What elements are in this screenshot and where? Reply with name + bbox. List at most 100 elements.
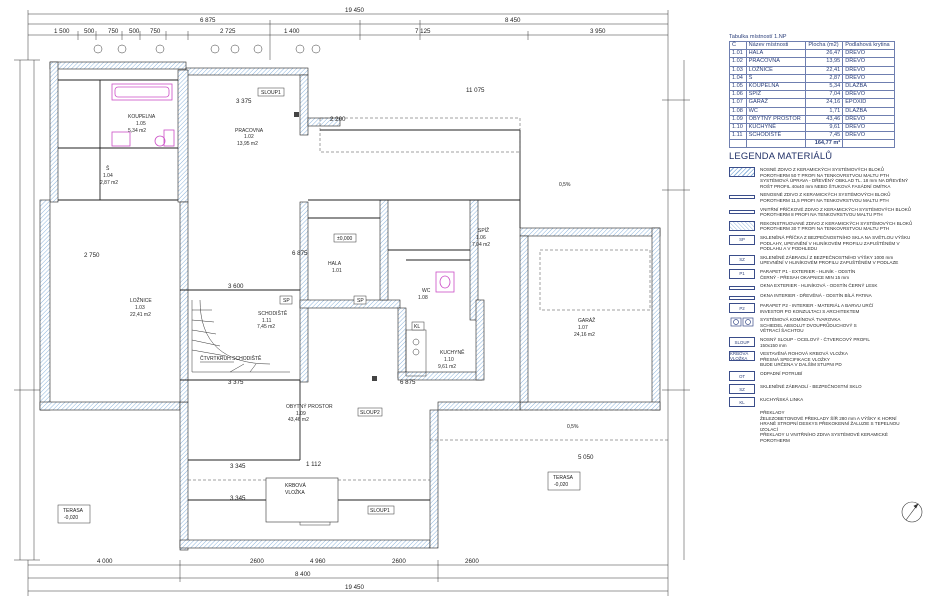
dim-bottom-d: 4 960: [310, 558, 326, 565]
svg-text:WC: WC: [422, 288, 431, 294]
dim-2750: 2 750: [84, 252, 100, 259]
svg-text:1.08: 1.08: [418, 295, 428, 301]
legend-symbol: SZ: [729, 254, 755, 265]
legend-items: NOSNÉ ZDIVO Z KERAMICKÝCH SYSTÉMOVÝCH BL…: [729, 167, 934, 444]
svg-text:1.11: 1.11: [262, 318, 272, 324]
legend-symbol: P1: [729, 268, 755, 279]
fireplace-label-2: VLOŽKA: [285, 488, 305, 496]
room-table-caption: Tabulka místností 1.NP: [729, 34, 787, 40]
dim-total-top: 19 450: [345, 7, 364, 14]
dim-top-e7: 7 125: [415, 28, 431, 35]
svg-text:SCHODIŠTĚ: SCHODIŠTĚ: [258, 309, 288, 317]
room-table: Tabulka místností 1.NP Č Název místnosti…: [729, 34, 895, 149]
legend-symbol: [729, 286, 755, 291]
dim-top-e5: 2 725: [220, 28, 236, 35]
svg-text:GARÁŽ: GARÁŽ: [578, 316, 595, 324]
dim-top-e8: 3 950: [590, 28, 606, 35]
dim-bottom-e0: 2600: [250, 558, 264, 565]
plan-tags: [57, 87, 581, 524]
legend-item: NENOSNÉ ZDIVO Z KERAMICKÝCH SYSTÉMOVÝCH …: [729, 192, 934, 203]
dim-6875-b: 6 875: [400, 379, 416, 386]
legend-symbol: [729, 167, 755, 177]
svg-text:7,04 m2: 7,04 m2: [472, 242, 490, 248]
dim-3345: 3 345: [230, 463, 246, 470]
svg-text:KOUPELNA: KOUPELNA: [128, 114, 156, 120]
svg-text:9,61 m2: 9,61 m2: [438, 364, 456, 370]
dim-top-e0: 1 500: [54, 28, 70, 35]
svg-text:1.09: 1.09: [296, 411, 306, 417]
svg-text:KUCHYNĚ: KUCHYNĚ: [440, 348, 465, 356]
room-table-total: 164,77 m²: [805, 139, 844, 149]
room-labels: KOUPELNA 1.05 5,34 m2 PRACOVNA 1.02 13,9…: [100, 114, 595, 423]
sp-tag: SP: [283, 298, 290, 304]
legend-item: NOSNÉ ZDIVO Z KERAMICKÝCH SYSTÉMOVÝCH BL…: [729, 167, 934, 189]
svg-text:1.04: 1.04: [103, 173, 113, 179]
legend-symbol: P2: [729, 303, 755, 314]
axis-markers-top: [93, 44, 321, 54]
legend-symbol: KRBOVÁ VLOŽKA: [729, 351, 755, 362]
terasa2-level: -0,020: [554, 482, 568, 488]
svg-text:13,95 m2: 13,95 m2: [237, 141, 258, 147]
room-table-header: Č Název místnosti Plocha (m2) Podlahová …: [729, 40, 895, 51]
dim-6875: 6 875: [292, 250, 308, 257]
slope-1: 0,5%: [559, 182, 571, 188]
dim-bottom-a: 8 400: [295, 571, 311, 578]
svg-text:PRACOVNA: PRACOVNA: [235, 128, 264, 134]
svg-text:OBYTNÝ PROSTOR: OBYTNÝ PROSTOR: [286, 403, 333, 410]
dim-top-a: 6 875: [200, 17, 216, 24]
legend-symbol: [729, 209, 755, 214]
legend-item: REKONSTRUOVANÉ ZDIVO Z KERAMICKÝCH SYSTÉ…: [729, 220, 934, 232]
sloup1-tag: SLOUP1: [261, 90, 281, 96]
dim-3375: 3 375: [236, 98, 252, 105]
svg-text:SPÍŽ: SPÍŽ: [478, 226, 489, 234]
svg-text:1.05: 1.05: [136, 121, 146, 127]
svg-text:1.01: 1.01: [332, 268, 342, 274]
dim-top-e6: 1 400: [284, 28, 300, 35]
sp-tag-2: SP: [357, 298, 364, 304]
dim-top-d: 8 450: [505, 17, 521, 24]
overhead-lines: [188, 117, 668, 481]
level-marker: ±0,000: [337, 236, 352, 242]
terasa2-tag: TERASA: [553, 475, 574, 481]
legend-symbol: [729, 220, 755, 231]
svg-text:1.02: 1.02: [244, 134, 254, 140]
fireplace-label-1: KRBOVÁ: [285, 482, 307, 489]
svg-text:22,41 m2: 22,41 m2: [130, 312, 151, 318]
svg-text:1.10: 1.10: [444, 357, 454, 363]
terasa-tag: TERASA: [63, 508, 84, 514]
dim-1112: 1 112: [306, 461, 322, 468]
dim-3345-b: 3 345: [230, 495, 246, 502]
svg-text:Š: Š: [106, 165, 110, 172]
legend-item: VNITŘNÍ PŘÍČKOVÉ ZDIVO Z KERAMICKÝCH SYS…: [729, 207, 934, 218]
dimensions-left: [14, 59, 40, 561]
dimensions-top: [27, 10, 669, 60]
legend-symbol: SP: [729, 234, 755, 245]
slope-2: 0,5%: [567, 424, 579, 430]
svg-text:LOŽNICE: LOŽNICE: [130, 296, 152, 304]
dim-11075: 11 075: [466, 87, 485, 94]
north-arrow-icon: [901, 501, 923, 523]
dim-top-e2: 750: [108, 28, 119, 35]
legend-item: OKNA EXTERIER - HLINÍKOVÁ - ODSTÍN ČERNÝ…: [729, 283, 934, 291]
dimensions-right: [662, 60, 690, 560]
sloup2-tag: SLOUP2: [360, 410, 380, 416]
interior-walls: [58, 79, 521, 501]
legend-symbol: [729, 317, 755, 327]
dim-top-e4: 750: [150, 28, 161, 35]
svg-text:43,46 m2: 43,46 m2: [288, 417, 309, 423]
